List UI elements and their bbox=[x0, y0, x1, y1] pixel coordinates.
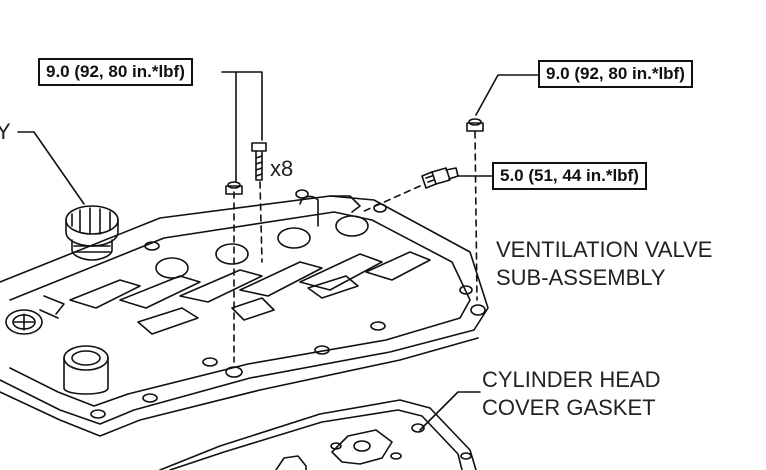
ventilation-valve-part bbox=[421, 167, 459, 189]
oil-cap-leader bbox=[17, 131, 85, 205]
gasket-label-line2: COVER GASKET bbox=[482, 395, 656, 420]
gasket-label-line1: CYLINDER HEAD bbox=[482, 367, 661, 392]
bolt-quantity: x8 bbox=[270, 156, 294, 181]
bolt-head-left bbox=[225, 181, 243, 195]
long-bolt bbox=[251, 142, 267, 181]
torque-spec-right: 9.0 (92, 80 in.*lbf) bbox=[538, 60, 693, 88]
cylinder-head-cover-gasket-part bbox=[159, 399, 477, 470]
bolt-head-right bbox=[466, 118, 484, 132]
gasket-leader bbox=[419, 391, 481, 431]
ventilation-valve-label: VENTILATION VALVE SUB-ASSEMBLY bbox=[496, 236, 712, 292]
left-torque-leaders bbox=[221, 71, 263, 183]
assembly-dashed-lines bbox=[233, 131, 478, 363]
right-torque-leader bbox=[475, 74, 541, 116]
gasket-label: CYLINDER HEAD COVER GASKET bbox=[482, 366, 660, 422]
cylinder-head-cover bbox=[0, 189, 489, 437]
torque-spec-valve: 5.0 (51, 44 in.*lbf) bbox=[492, 162, 647, 190]
ventilation-valve-label-line2: SUB-ASSEMBLY bbox=[496, 265, 666, 290]
torque-spec-left: 9.0 (92, 80 in.*lbf) bbox=[38, 58, 193, 86]
partial-label-y: Y bbox=[0, 119, 11, 144]
ventilation-valve-label-line1: VENTILATION VALVE bbox=[496, 237, 713, 262]
